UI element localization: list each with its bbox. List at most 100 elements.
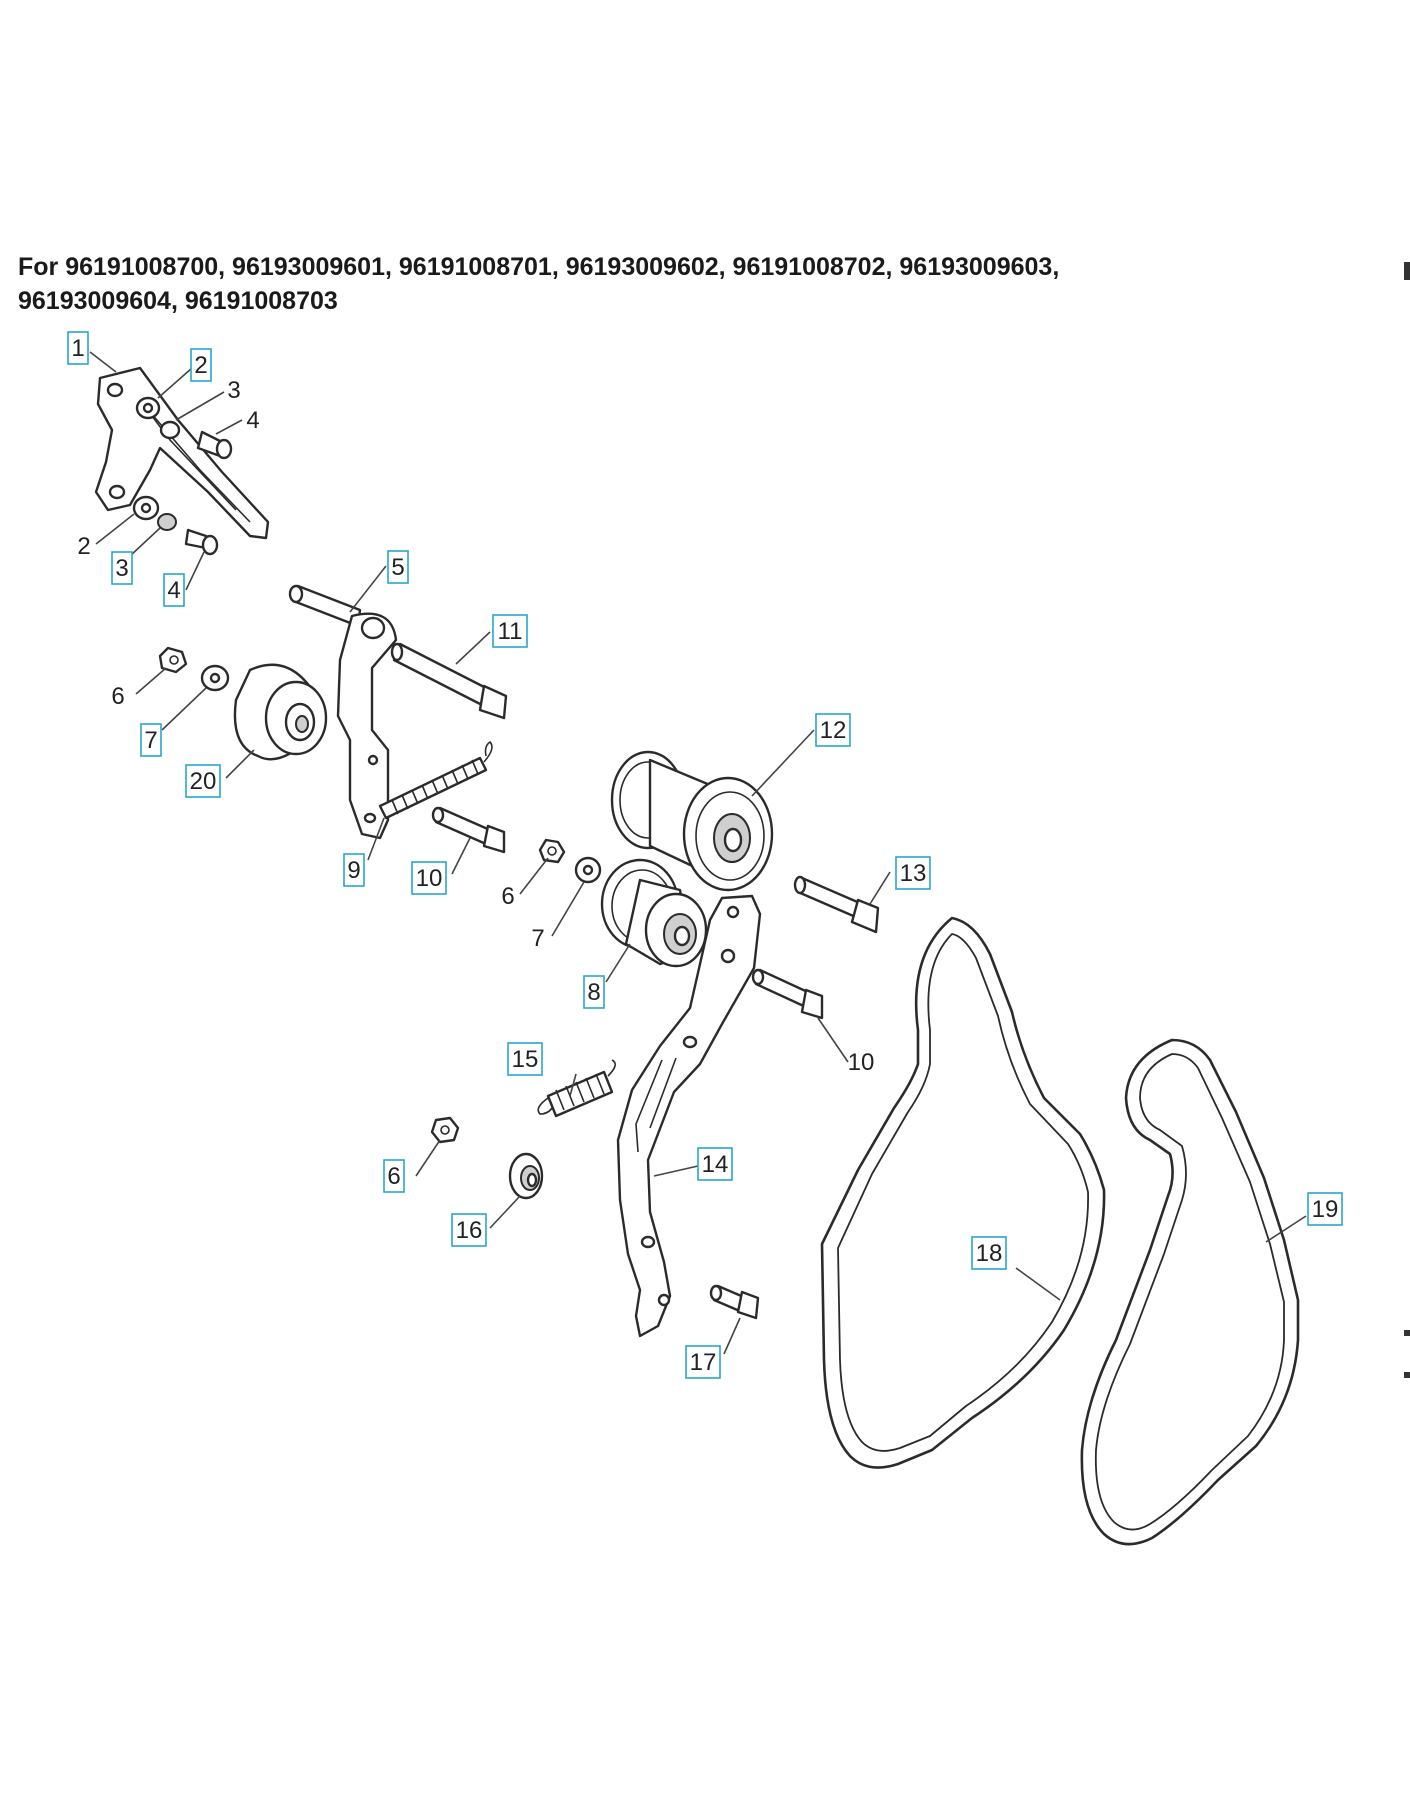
callout-13: 13 <box>895 856 931 890</box>
leader-5 <box>349 565 387 613</box>
model-numbers-heading: For 96191008700, 96193009601, 9619100870… <box>18 250 1318 318</box>
svg-text:2: 2 <box>194 352 207 379</box>
callout-8: 8 <box>583 975 605 1009</box>
part-9-tension-spring <box>378 740 493 820</box>
svg-text:10: 10 <box>848 1049 875 1076</box>
svg-text:7: 7 <box>144 727 157 754</box>
leader-14 <box>653 1165 699 1177</box>
svg-text:14: 14 <box>702 1151 729 1178</box>
leader-20 <box>225 749 255 779</box>
svg-text:6: 6 <box>501 883 514 910</box>
part-4-bolt-lower <box>184 528 219 556</box>
callout-15: 15 <box>507 1042 543 1076</box>
svg-text:5: 5 <box>391 554 404 581</box>
part-10-bolt-right <box>751 968 824 1020</box>
leader-6c <box>415 1139 441 1177</box>
right-edge-mark-top <box>1404 262 1410 280</box>
svg-text:15: 15 <box>512 1046 539 1073</box>
part-17-shoulder-bolt <box>709 1284 760 1320</box>
leader-2a <box>157 367 193 399</box>
part-3-nut-upper <box>159 420 181 440</box>
leader-16 <box>489 1195 521 1229</box>
callout-labels: 1 2 3 4 2 3 4 <box>67 331 1343 1379</box>
leader-6b <box>519 857 549 895</box>
leader-3a <box>175 391 225 421</box>
callout-9: 9 <box>343 853 365 887</box>
part-11-long-bolt <box>390 642 508 720</box>
svg-text:9: 9 <box>347 857 360 884</box>
leader-12 <box>751 729 815 797</box>
model-numbers-line-2: 96193009604, 96191008703 <box>18 287 338 315</box>
part-7-washer-center <box>574 856 602 884</box>
svg-text:6: 6 <box>387 1163 400 1190</box>
part-6-nut-center <box>538 838 566 864</box>
leader-lines <box>89 351 1307 1355</box>
leader-6a <box>135 667 167 695</box>
svg-text:2: 2 <box>77 533 90 560</box>
leader-3b <box>129 527 161 557</box>
svg-text:3: 3 <box>115 555 128 582</box>
svg-text:1: 1 <box>71 335 84 362</box>
leader-15 <box>569 1073 577 1097</box>
callout-1: 1 <box>67 331 89 365</box>
callout-2-upper: 2 <box>190 348 212 382</box>
part-20-flat-idler-pulley <box>233 663 328 761</box>
svg-text:16: 16 <box>456 1217 483 1244</box>
leader-10a <box>451 837 471 875</box>
leader-13 <box>869 871 891 905</box>
part-4-bolt-upper <box>196 430 233 460</box>
callout-17: 17 <box>685 1345 721 1379</box>
svg-text:7: 7 <box>531 925 544 952</box>
callout-6-lower: 6 <box>383 1159 405 1193</box>
part-1-mounting-bracket <box>94 366 270 540</box>
callout-7-left: 7 <box>140 723 162 757</box>
part-7-washer-left <box>200 664 230 692</box>
svg-text:18: 18 <box>976 1240 1003 1267</box>
leader-1 <box>89 351 117 373</box>
svg-text:8: 8 <box>587 979 600 1006</box>
svg-text:10: 10 <box>416 865 443 892</box>
part-6-nut-lower <box>430 1116 460 1144</box>
callout-7-center: 7 <box>531 925 544 952</box>
part-8-v-idler-pulley <box>600 858 708 968</box>
part-5-idler-arm <box>288 584 398 840</box>
callout-10-left: 10 <box>411 861 447 895</box>
leader-4a <box>215 419 243 435</box>
leader-4b <box>185 551 205 591</box>
part-15-small-spring <box>537 1059 616 1118</box>
part-2-washer-upper <box>135 396 161 420</box>
leader-7a <box>161 687 207 731</box>
svg-text:12: 12 <box>820 717 847 744</box>
callout-5: 5 <box>387 550 409 584</box>
svg-text:17: 17 <box>690 1349 717 1376</box>
callout-14: 14 <box>697 1147 733 1181</box>
leader-11 <box>455 631 491 665</box>
leader-2b <box>95 513 135 545</box>
callout-18: 18 <box>971 1236 1007 1270</box>
callout-11: 11 <box>492 614 528 648</box>
part-12-double-groove-pulley <box>610 750 774 892</box>
svg-text:13: 13 <box>900 860 927 887</box>
leader-18 <box>1015 1267 1061 1301</box>
callout-3-upper: 3 <box>227 377 240 404</box>
callout-4-upper: 4 <box>246 407 259 434</box>
part-2-washer-lower <box>132 495 160 521</box>
leader-7b <box>551 881 585 937</box>
part-3-nut-lower <box>157 513 177 531</box>
callout-6-center: 6 <box>501 883 514 910</box>
leader-10b <box>817 1017 849 1063</box>
part-13-bolt <box>793 875 880 934</box>
leader-17 <box>723 1317 741 1355</box>
svg-text:11: 11 <box>498 618 523 645</box>
right-edge-mark-lower-a <box>1404 1330 1410 1336</box>
leader-9 <box>367 817 385 861</box>
part-10-bolt-left <box>431 806 506 854</box>
model-numbers-line-1: For 96191008700, 96193009601, 9619100870… <box>18 253 1060 281</box>
svg-text:4: 4 <box>167 577 180 604</box>
leader-8 <box>605 943 631 983</box>
callout-2-lower: 2 <box>77 533 90 560</box>
svg-text:4: 4 <box>246 407 259 434</box>
svg-text:20: 20 <box>190 768 217 795</box>
